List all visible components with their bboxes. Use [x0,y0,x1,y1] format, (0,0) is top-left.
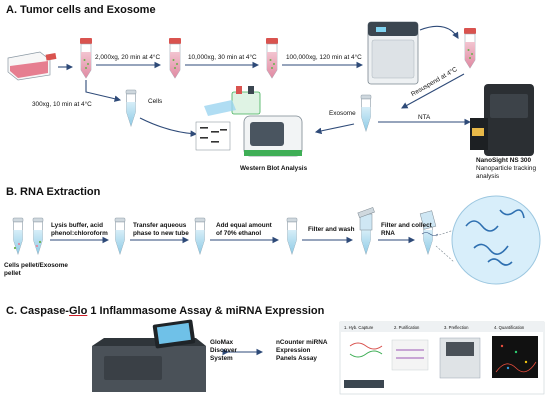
glomax-line2: Discover [210,347,237,354]
step-a1-label: 2,000xg, 20 min at 4°C [95,54,161,61]
rna-zoom-circle [451,195,541,285]
section-c-title-suffix: 1 Inflammasome Assay & miRNA Expression [87,305,325,317]
b-step2-line1: Transfer aqueous [133,222,187,229]
tube-a2 [168,37,182,79]
arrow-to-tube [419,25,459,39]
b-step2-line2: phase to new tube [133,230,189,237]
glomax-line1: GloMax [210,339,234,346]
section-c-title-prefix: C. Caspase- [6,305,69,317]
arrow-cells-wb [139,117,198,137]
spin-column [357,207,375,255]
cells-tube [125,89,137,127]
b-step3-line1: Add equal amount [216,222,272,229]
step-a2-label: 10,000xg, 30 min at 4°C [188,54,257,61]
western-blot-label: Western Blot Analysis [240,165,308,172]
section-a-title: A. Tumor cells and Exosome [6,4,156,16]
start-tubes [12,217,44,255]
section-b-title: B. RNA Extraction [6,186,101,198]
b-step1-line2: phenol:chloroform [51,230,108,237]
panel-step-4: 4. Quantification [494,325,525,330]
arrow-resuspend [401,73,465,109]
arrow-exo-wb [314,123,355,135]
zoom-line-1 [435,229,455,237]
nanosight-line2: Nanoparticle tracking [476,165,537,172]
exosome-tube [360,94,372,132]
tube-b3 [194,217,206,255]
exosome-label: Exosome [329,110,356,117]
ncounter-line1: nCounter miRNA [276,339,328,346]
b-step3-line2: of 70% ethanol [216,230,262,237]
b-step5-line2: RNA [381,230,395,237]
zoom-line-2 [435,245,455,263]
tube-b4 [286,217,298,255]
nanosight-line1: NanoSight NS 300 [476,157,532,164]
ultracentrifuge [367,21,419,85]
nanosight-instrument [470,84,534,156]
cells-label: Cells [148,98,163,105]
arrow-cells [85,80,122,102]
section-c-title-glo: Glo [68,305,88,317]
glomax-line3: System [210,355,233,362]
tube-a1 [79,37,93,79]
step-a3-label: 100,000xg, 120 min at 4°C [286,54,362,61]
b-step4-line1: Filter and wash [308,226,355,233]
collection-tube [419,210,439,255]
b-step5-line1: Filter and collect [381,222,432,229]
b-step1-line1: Lysis buffer, acid [51,222,103,229]
nanosight-line3: analysis [476,173,500,180]
culture-flask [7,51,57,81]
panel-step-1: 1. Hyb. Capture [344,325,374,330]
ncounter-panel [339,321,545,395]
tube-b2 [114,217,126,255]
start-label-line1: Cells pellet/Exosome [4,262,68,269]
glomax-instrument [92,319,206,392]
start-label-line2: pellet [4,270,21,277]
panel-step-2: 2. Purification [394,325,420,330]
tube-a4 [463,27,477,69]
ncounter-line2: Expression [276,347,311,354]
ncounter-line3: Panels Assay [276,355,317,362]
nta-label: NTA [418,114,431,121]
cells-step-label: 300xg, 10 min at 4°C [32,101,92,108]
tube-a3 [265,37,279,79]
panel-step-3: 3. Preflection [444,325,469,330]
section-c-title: C. Caspase-Glo 1 Inflammasome Assay & mi… [6,305,324,317]
western-blot-apparatus [195,86,303,157]
